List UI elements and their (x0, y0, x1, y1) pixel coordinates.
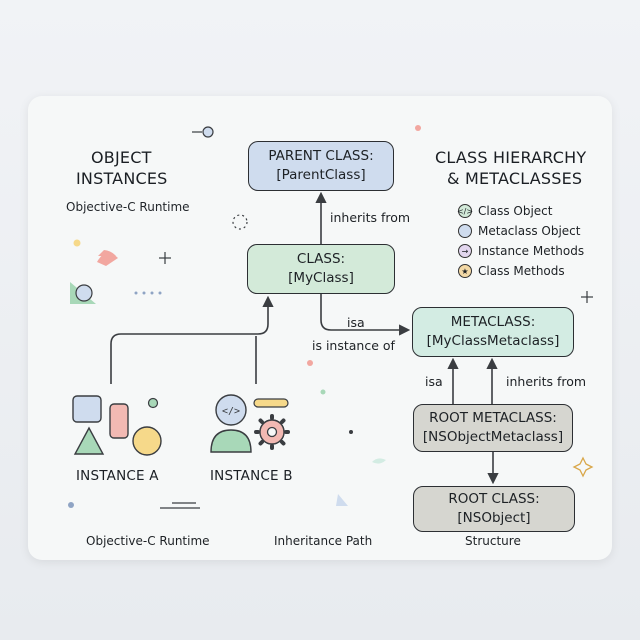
edge-label-isa-meta: isa (425, 374, 443, 389)
decor-leaf (372, 458, 386, 464)
edge-class-to-metaclass (320, 294, 411, 336)
decor-dot-1 (134, 291, 138, 295)
decor-coral-shape (97, 252, 118, 266)
decor-sparkle (572, 456, 594, 478)
decor-dot (415, 125, 421, 131)
node-root-metaclass: ROOT METACLASS: [NSObjectMetaclass] (413, 404, 573, 452)
circle-icon (458, 224, 472, 238)
footer-right: Structure (465, 534, 521, 548)
node-title: PARENT CLASS: (268, 148, 374, 164)
small-circle-shape (147, 397, 159, 409)
decor-dot-4 (158, 291, 162, 295)
square-shape (72, 395, 102, 423)
star-icon: ★ (458, 264, 472, 278)
yellow-circle-shape (132, 426, 162, 456)
node-title: METACLASS: (450, 314, 536, 330)
node-title: ROOT METACLASS: (429, 410, 557, 426)
node-title: ROOT CLASS: (448, 491, 540, 507)
left-subtitle: Objective-C Runtime (66, 200, 190, 214)
pill-shape (109, 403, 129, 439)
arrow-icon: → (458, 244, 472, 258)
right-title-line1: CLASS HIERARCHY (435, 148, 587, 167)
node-root-class: ROOT CLASS: [NSObject] (413, 486, 575, 532)
decor-dot-coral (307, 360, 313, 366)
node-title: CLASS: (296, 251, 346, 267)
person-body-icon (210, 429, 252, 453)
left-title-line2: INSTANCES (76, 169, 168, 188)
code-glyph-icon: </> (222, 406, 240, 417)
legend-item-class-object: </> Class Object (457, 201, 584, 221)
edge-instance-a-to-class (110, 295, 274, 384)
triangle-shape (73, 426, 105, 455)
left-title-line1: OBJECT (91, 148, 152, 167)
legend: </> Class Object Metaclass Object → Inst… (457, 201, 584, 281)
footer-middle: Inheritance Path (274, 534, 373, 548)
legend-label: Class Methods (478, 264, 565, 278)
yellow-bar-shape (253, 398, 289, 408)
decor-blue-circle (75, 284, 93, 302)
edge-label-inherits-from: inherits from (330, 210, 411, 225)
decor-dot-3 (150, 291, 154, 295)
decor-dashed-circle (232, 214, 248, 230)
edge-label-inherits-from-meta: inherits from (506, 374, 587, 389)
legend-label: Instance Methods (478, 244, 585, 258)
decor-dot-dark (349, 430, 353, 434)
legend-item-class-methods: ★ Class Methods (458, 261, 584, 281)
node-class: CLASS: [MyClass] (247, 244, 395, 294)
decor-dot-blue (68, 502, 74, 508)
code-bubble-icon (215, 394, 247, 426)
node-subtitle: [MyClass] (288, 270, 354, 286)
node-subtitle: [NSObject] (457, 510, 531, 526)
decor-yellow-dot (73, 239, 81, 247)
instance-a-label: INSTANCE A (76, 468, 159, 484)
node-subtitle: [ParentClass] (276, 167, 366, 183)
decor-circle (202, 126, 214, 138)
decor-blue-triangle (336, 494, 348, 506)
legend-label: Metaclass Object (478, 224, 581, 238)
code-icon: </> (457, 204, 473, 218)
footer-left: Objective-C Runtime (86, 534, 210, 548)
instance-b-label: INSTANCE B (210, 468, 293, 484)
node-subtitle: [MyClassMetaclass] (426, 333, 560, 349)
edge-label-isa: isa (347, 315, 365, 330)
gear-icon (254, 414, 290, 450)
node-subtitle: [NSObjectMetaclass] (422, 429, 564, 445)
right-title-line2: & METACLASSES (447, 169, 583, 188)
edge-label-is-instance-of: is instance of (312, 338, 395, 353)
node-parent-class: PARENT CLASS: [ParentClass] (248, 141, 394, 191)
decor-dot-green (320, 389, 326, 395)
legend-item-instance-methods: → Instance Methods (458, 241, 584, 261)
decor-dot-2 (142, 291, 146, 295)
legend-label: Class Object (478, 204, 553, 218)
node-metaclass: METACLASS: [MyClassMetaclass] (412, 307, 574, 357)
legend-item-metaclass-object: Metaclass Object (458, 221, 584, 241)
